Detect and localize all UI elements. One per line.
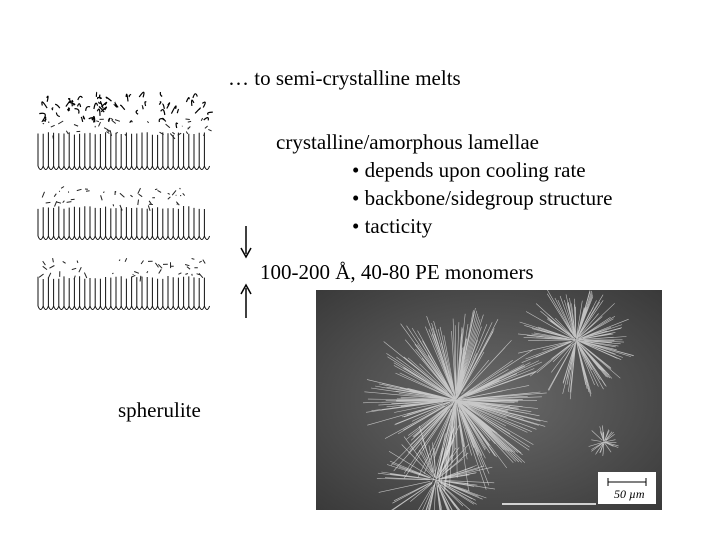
lamella-bottom xyxy=(37,257,211,310)
arrow-up-icon xyxy=(240,283,252,318)
slide-title: … to semi-crystalline melts xyxy=(228,66,461,90)
lamella-middle xyxy=(37,186,211,240)
spherulite-micrograph: 50 µm xyxy=(316,290,662,510)
spherulite-fibers xyxy=(362,290,634,510)
arrow-down-icon xyxy=(240,226,252,259)
bullet-structure: • backbone/sidegroup structure xyxy=(352,186,613,210)
scale-bar: 50 µm xyxy=(598,472,656,504)
lamella-thickness-label: 100-200 Å, 40-80 PE monomers xyxy=(260,260,534,284)
lamella-top xyxy=(37,91,213,170)
bullet-cooling-rate: • depends upon cooling rate xyxy=(352,158,586,182)
lamellae-heading: crystalline/amorphous lamellae xyxy=(276,130,539,154)
scale-bar-label: 50 µm xyxy=(614,487,645,501)
lamellae-schematic xyxy=(37,91,213,310)
thickness-arrows xyxy=(240,226,252,318)
spherulite-label: spherulite xyxy=(118,398,201,422)
bullet-tacticity: • tacticity xyxy=(352,214,433,238)
